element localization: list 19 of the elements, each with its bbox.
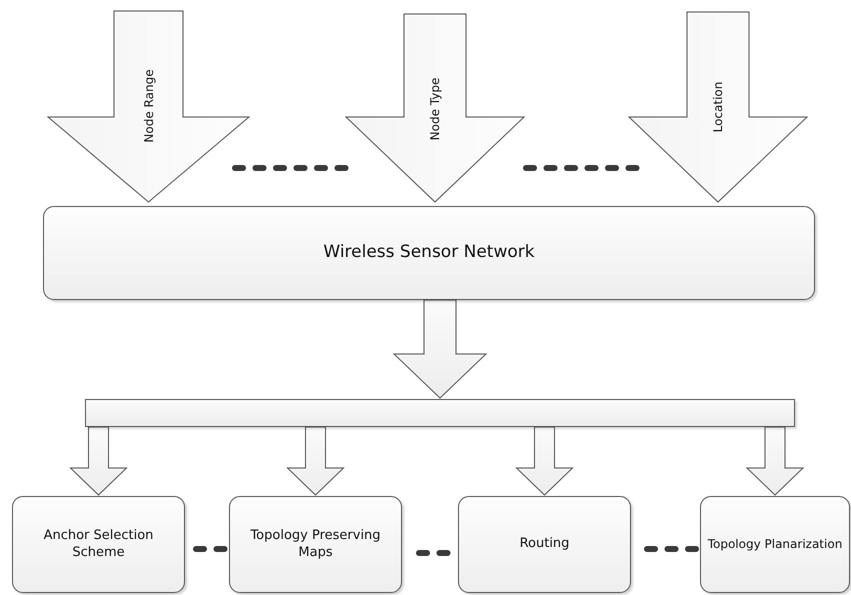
distribution-bar xyxy=(85,399,795,427)
network-box xyxy=(43,206,815,300)
arrow-label: Node Range xyxy=(142,69,156,143)
block-arrow xyxy=(392,300,488,399)
block-arrow xyxy=(69,426,128,496)
block-arrow xyxy=(515,426,574,496)
process-box xyxy=(700,496,850,593)
block-arrow xyxy=(746,426,804,496)
box-label: Anchor Selection Scheme xyxy=(42,528,154,561)
process-box xyxy=(229,496,402,593)
arrow-label: Location xyxy=(711,82,725,132)
box-label: Wireless Sensor Network xyxy=(323,242,535,264)
block-arrow xyxy=(286,426,345,496)
box-label: Topology Planarization xyxy=(708,537,842,552)
arrow-label: Node Type xyxy=(428,78,442,140)
process-box xyxy=(458,496,631,593)
box-label: Routing xyxy=(520,536,570,553)
process-box xyxy=(12,496,185,593)
box-label: Topology Preserving Maps xyxy=(249,528,382,561)
